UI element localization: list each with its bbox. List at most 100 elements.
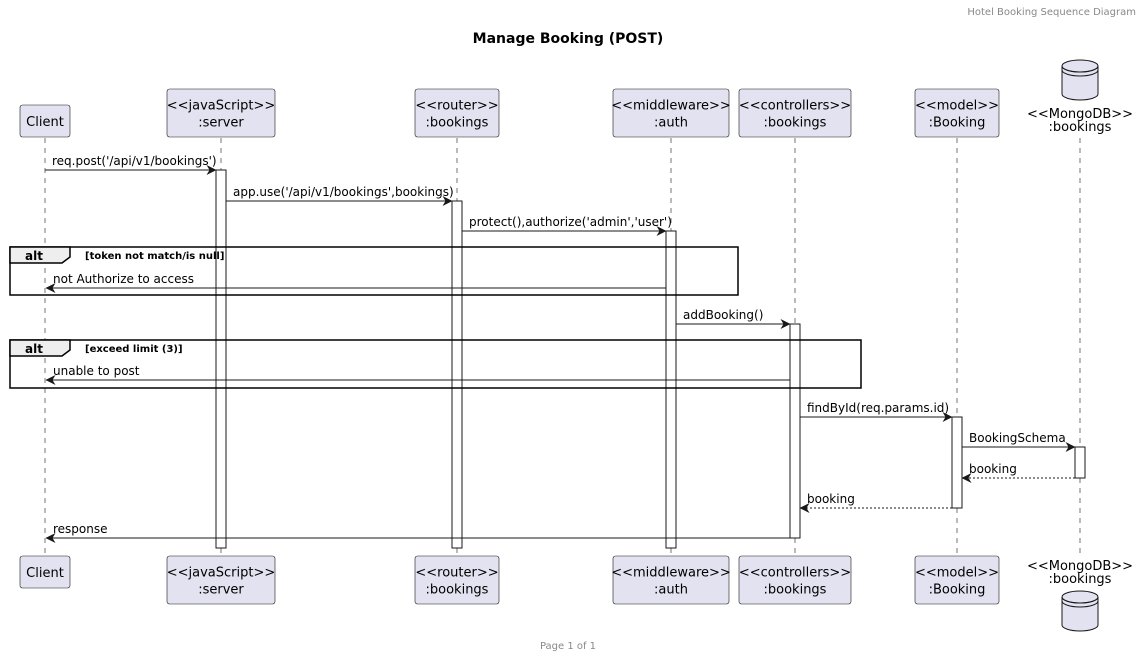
participant-model: <<model>> :Booking: [914, 555, 1000, 605]
database-icon: [1061, 590, 1099, 632]
participant-label: :auth: [654, 116, 688, 131]
alt-fragment: alt [exceed limit (3)]: [9, 339, 862, 389]
participant-box: [612, 555, 730, 605]
messages: req.post('/api/v1/bookings') app.use('/ap…: [45, 154, 1076, 543]
participant-box: [612, 88, 730, 138]
message: unable to post: [45, 364, 790, 385]
participant-label: :bookings: [1049, 120, 1112, 135]
message-label: addBooking(): [683, 308, 763, 322]
message: findById(req.params.id): [800, 401, 953, 422]
activation-bars: [215, 169, 1086, 549]
participant-label: <<router>>: [415, 566, 498, 581]
message-label: unable to post: [53, 364, 140, 378]
participant-label: :Booking: [929, 583, 986, 598]
participant-label: <<controllers>>: [739, 566, 851, 581]
participant-label: :auth: [654, 583, 688, 598]
message: app.use('/api/v1/bookings',bookings): [226, 185, 454, 206]
participant-box: [19, 555, 71, 589]
participant-label: :bookings: [1049, 572, 1112, 587]
participant-client: Client: [19, 555, 71, 589]
participant-label: :Booking: [929, 116, 986, 131]
participant-label: <<javaScript>>: [167, 566, 276, 581]
participant-box: [738, 555, 852, 605]
participant-label: <<model>>: [915, 566, 999, 581]
lifelines: [44, 138, 1081, 556]
participant-label: :bookings: [426, 116, 489, 131]
participant-label: :bookings: [764, 583, 827, 598]
participant-server: <<javaScript>> :server: [166, 555, 276, 605]
message: not Authorize to access: [45, 272, 666, 293]
fragment-frame: [9, 339, 862, 389]
participant-label: :bookings: [764, 116, 827, 131]
participant-label: :server: [198, 583, 244, 598]
activation-controllers: [789, 323, 801, 539]
participant-auth: <<middleware>> :auth: [611, 88, 731, 138]
participant-label: :bookings: [426, 583, 489, 598]
database-icon: [1061, 59, 1099, 101]
participant-db: <<MongoDB>>:bookings: [1027, 559, 1133, 632]
participant-label: <<model>>: [915, 99, 999, 114]
message-label: booking: [807, 492, 855, 506]
message: protect(),authorize('admin','user'): [462, 215, 672, 236]
message-label: findById(req.params.id): [807, 401, 949, 415]
participant-box: [166, 88, 276, 138]
fragment-operator: alt: [25, 249, 43, 263]
message: addBooking(): [676, 308, 791, 329]
page-header: Hotel Booking Sequence Diagram: [967, 7, 1136, 18]
participant-label: <<javaScript>>: [167, 99, 276, 114]
participants-bottom: Client <<javaScript>> :server <<router>> :bo…: [19, 555, 1133, 632]
participant-db: <<MongoDB>>:bookings: [1027, 59, 1133, 135]
participant-label: <<MongoDB>>: [1027, 559, 1133, 574]
page-footer: Page 1 of 1: [540, 641, 596, 652]
message-label: req.post('/api/v1/bookings'): [52, 154, 217, 168]
participant-label: :server: [198, 116, 244, 131]
activation-db: [1074, 446, 1086, 479]
message-label: not Authorize to access: [53, 272, 194, 286]
participant-server: <<javaScript>> :server: [166, 88, 276, 138]
fragment-tab: [9, 339, 71, 357]
participant-router: <<router>> :bookings: [414, 88, 500, 138]
participant-box: [914, 88, 1000, 138]
fragment-operator: alt: [25, 342, 43, 356]
message-label: app.use('/api/v1/bookings',bookings): [233, 185, 454, 199]
fragment-tab: [9, 246, 71, 264]
fragment-guard: [token not match/is null]: [85, 251, 224, 262]
activation-router: [451, 200, 463, 549]
participant-router: <<router>> :bookings: [414, 555, 500, 605]
message-label: response: [53, 522, 108, 536]
participant-label: Client: [26, 115, 64, 130]
participant-box: [414, 555, 500, 605]
participant-label: <<controllers>>: [739, 99, 851, 114]
alt-fragment: alt [token not match/is null]: [9, 246, 739, 296]
fragment-guard: [exceed limit (3)]: [85, 344, 183, 355]
participant-label: <<router>>: [415, 99, 498, 114]
activation-server: [215, 169, 227, 549]
message-label: protect(),authorize('admin','user'): [469, 215, 672, 229]
participant-box: [166, 555, 276, 605]
message-label: BookingSchema: [969, 431, 1066, 445]
participant-label: Client: [26, 566, 64, 581]
message: booking: [961, 462, 1075, 483]
activation-auth: [665, 230, 677, 549]
activation-model: [951, 416, 963, 509]
alt-fragments: alt [token not match/is null] alt [exceed l…: [9, 246, 862, 389]
participant-box: [414, 88, 500, 138]
participants-top: Client <<javaScript>> :server <<router>> :bo…: [19, 59, 1133, 138]
message: BookingSchema: [962, 431, 1076, 452]
participant-controllers: <<controllers>> :bookings: [738, 88, 852, 138]
message: booking: [799, 492, 952, 513]
message: req.post('/api/v1/bookings'): [45, 154, 217, 175]
fragment-frame: [9, 246, 739, 296]
message: response: [45, 522, 790, 543]
participant-controllers: <<controllers>> :bookings: [738, 555, 852, 605]
participant-auth: <<middleware>>:auth: [611, 555, 731, 605]
participant-box: [738, 88, 852, 138]
participant-model: <<model>> :Booking: [914, 88, 1000, 138]
participant-label: <<MongoDB>>: [1027, 107, 1133, 122]
diagram-title: Manage Booking (POST): [473, 31, 664, 47]
participant-label: <<middleware>>: [611, 99, 731, 114]
participant-box: [914, 555, 1000, 605]
participant-box: [19, 104, 71, 138]
message-label: booking: [969, 462, 1017, 476]
